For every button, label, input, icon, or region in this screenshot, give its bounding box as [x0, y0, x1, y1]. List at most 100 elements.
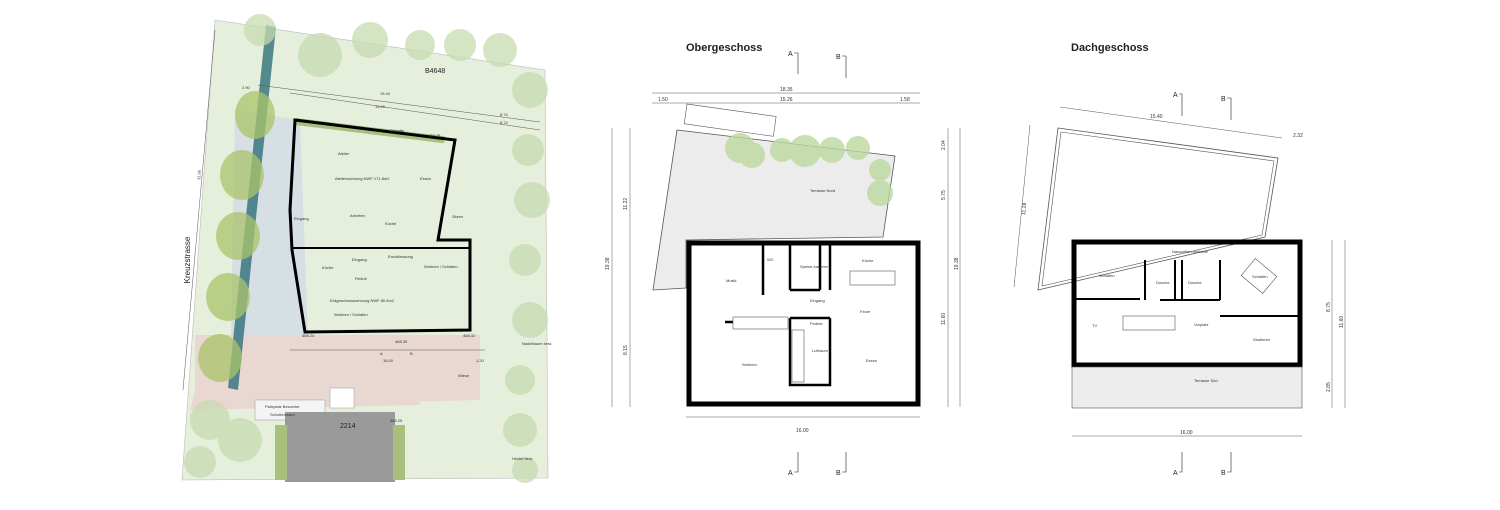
- dimension-label: 1.50: [658, 97, 668, 103]
- dimension-label: 19.38: [954, 257, 960, 270]
- site-plan: Kreuzstrasse B4648 2214 Atelier Atelierw…: [181, 14, 552, 483]
- dimension-label: 11.60: [1339, 316, 1345, 328]
- atelier-building: [288, 118, 472, 334]
- dimension-label: 8.75: [1326, 302, 1332, 312]
- section-marker-a: A: [1173, 92, 1178, 99]
- elevation-label: 468.24: [302, 333, 315, 338]
- kitchen-island: [849, 270, 896, 286]
- section-marker-a: A: [1173, 470, 1178, 477]
- room-label: Terrasse Süd: [1194, 378, 1218, 383]
- neighbor-annex: [329, 387, 355, 409]
- dimension-label: 15.40: [375, 104, 386, 109]
- interior-stair: [1122, 315, 1176, 331]
- dimension-label: 8.74: [500, 120, 509, 125]
- dimension-label: 11.22: [623, 198, 629, 210]
- building-outline: [686, 240, 921, 407]
- plan-title: Obergeschoss: [686, 42, 762, 54]
- room-label: Musik: [726, 278, 736, 283]
- room-label: Essen: [420, 176, 431, 181]
- dimension-label: 11.60: [941, 313, 947, 325]
- section-marker-a: A: [788, 470, 793, 477]
- plan-title: Dachgeschoss: [1071, 42, 1149, 54]
- room-label: Reduit: [355, 276, 367, 281]
- room-label: Arbeiten: [350, 213, 365, 218]
- dimension-label: 11.56: [196, 169, 202, 180]
- room-label: Küche: [322, 265, 334, 270]
- section-marker-b: B: [1221, 96, 1226, 103]
- elevation-label: 468.25: [390, 418, 403, 423]
- parcel-label-south: 2214: [340, 423, 356, 430]
- room-label: Wohnen: [742, 362, 757, 367]
- section-marker-b: B: [410, 351, 413, 356]
- neighbor-hedge: [275, 425, 287, 480]
- room-label: Podest: [810, 321, 823, 326]
- dimension-label: 2.90: [242, 85, 251, 90]
- dimension-label: 1.20: [476, 358, 485, 363]
- dimension-label: 16.00: [796, 428, 809, 434]
- room-label: Schlafen: [1099, 273, 1115, 278]
- neighbor-hedge: [393, 425, 405, 480]
- dimension-label: 2.04: [941, 140, 947, 150]
- section-marker-b: B: [1221, 470, 1226, 477]
- room-label: Atelierwohnung NWF 171.8m2: [335, 176, 390, 181]
- room-label: Studieren: [1253, 337, 1270, 342]
- dimension-label: 8.74: [500, 112, 509, 117]
- upper-floor-plan: Obergeschoss A B A B Terrasse Nord Musik…: [605, 42, 961, 477]
- roof-outline-inner: [1041, 131, 1275, 287]
- room-label: Nasszellen Ankleide: [1172, 249, 1209, 254]
- dimension-label: 19.38: [605, 257, 611, 270]
- roof-outline: [1037, 127, 1279, 291]
- dimension-label: 15.40: [1150, 114, 1163, 120]
- room-label: Essen: [866, 358, 877, 363]
- room-label: Wohnen / Schlafen: [424, 264, 458, 269]
- site-label: Nadelbaum best.: [522, 341, 552, 346]
- room-label: Küche: [862, 258, 874, 263]
- elevation-label: 468.75: [428, 133, 441, 138]
- dimension-label: 15.40: [380, 91, 391, 96]
- dimension-label: 5.75: [941, 190, 947, 200]
- interior-stair: [732, 316, 789, 330]
- terrace-south: [1071, 366, 1303, 409]
- paved-access: [190, 385, 420, 410]
- room-label: Feuer: [860, 309, 871, 314]
- building-outline: [1071, 239, 1303, 368]
- street-trees: [198, 91, 275, 382]
- room-label: Erdgeschosswohnung NWF 80.6m2: [330, 298, 395, 303]
- dimension-lines: [1013, 106, 1346, 437]
- room-label: TV: [1092, 323, 1097, 328]
- interior-stair: [791, 329, 805, 383]
- existing-trees: [184, 14, 550, 483]
- room-label: Sitzen: [452, 214, 463, 219]
- dimension-label: 2.32: [1293, 133, 1303, 139]
- terrace-north: [652, 129, 896, 291]
- dimension-label: 18.35: [780, 87, 793, 93]
- dimension-label: 8.15: [623, 345, 629, 355]
- dimension-label: 1.58: [900, 97, 910, 103]
- roof-trees: [725, 133, 893, 206]
- room-label: Speise-kammer: [800, 264, 829, 269]
- dimension-label: 16.00: [1180, 430, 1193, 436]
- room-label: Dusche: [1156, 280, 1170, 285]
- section-marker-b: B: [836, 54, 841, 61]
- interior-walls: [1076, 260, 1298, 317]
- room-label: Küche: [385, 221, 397, 226]
- dimension-label: 2.85: [1326, 382, 1332, 392]
- elevation-label: 468.32: [463, 333, 476, 338]
- room-label: Vorplatz: [1194, 322, 1208, 327]
- site-label: Parkplatz Besucher: [265, 404, 300, 409]
- site-label: Rabatte: [390, 128, 405, 133]
- room-label: Erschliessung: [388, 254, 413, 259]
- exterior-stair: [683, 103, 777, 137]
- attic-floor-plan: Dachgeschoss A B A B Schlafen Nasszellen…: [1013, 42, 1346, 477]
- room-label: Eingang: [810, 298, 825, 303]
- room-label: Wohnen / Schlafen: [334, 312, 368, 317]
- section-marker-b: B: [836, 470, 841, 477]
- room-label: Luftraum: [812, 348, 828, 353]
- dimension-label: 15.26: [780, 97, 793, 103]
- room-label: Atelier: [338, 151, 350, 156]
- room-label: Eingang: [352, 257, 367, 262]
- site-label: Hecke best.: [512, 456, 533, 461]
- elevation-label: 468.35: [395, 339, 408, 344]
- room-label: WC: [767, 257, 774, 262]
